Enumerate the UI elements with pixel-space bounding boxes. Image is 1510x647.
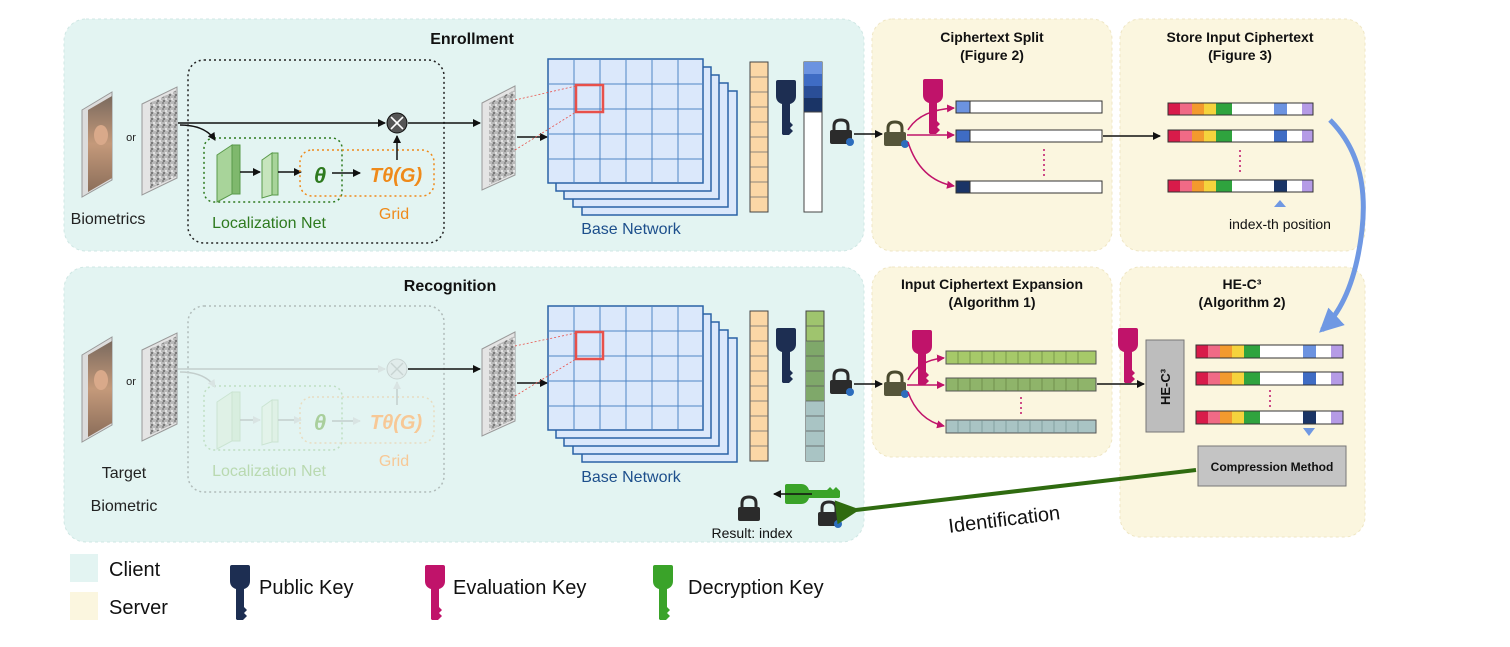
target-label-line1: Target <box>102 465 147 482</box>
expansion-subtitle: (Algorithm 1) <box>948 294 1035 310</box>
target-face-image <box>81 336 113 443</box>
expansion-title: Input Ciphertext Expansion <box>901 276 1083 292</box>
hec3-box <box>1145 339 1185 433</box>
legend-server-swatch <box>70 592 98 620</box>
theta-label: θ <box>314 163 326 188</box>
expansion-lock-icon <box>882 370 909 398</box>
transform-label: Tθ(G) <box>370 165 423 187</box>
split-ciphertext-1 <box>955 100 1103 114</box>
faded-spatial-transformer <box>178 305 445 493</box>
biometrics-label: Biometrics <box>71 211 146 228</box>
faded-transform-label: Tθ(G) <box>370 412 423 434</box>
legend-public-key-icon <box>230 565 250 620</box>
recognition-base-network-label: Base Network <box>581 469 682 486</box>
encrypted-feature-vector <box>803 61 823 213</box>
legend-client-swatch <box>70 554 98 582</box>
faded-theta-label: θ <box>314 410 326 435</box>
grid-box <box>299 149 435 197</box>
expanded-ciphertext-n <box>945 419 1097 434</box>
or-label-recognition: or <box>126 376 136 388</box>
hec3-ciphertext-n <box>1195 410 1344 425</box>
stored-ciphertext-n <box>1167 179 1314 193</box>
ciphertext-split-subtitle: (Figure 2) <box>960 47 1024 63</box>
compression-method-box <box>1197 445 1347 487</box>
recognition-client-region <box>63 266 865 543</box>
legend-decryption-key-icon <box>653 565 673 620</box>
index-position-label: index-th position <box>1229 216 1331 232</box>
result-label: Result: index <box>712 525 793 541</box>
legend-client-label: Client <box>109 559 161 581</box>
legend-evaluation-key-label: Evaluation Key <box>453 577 586 599</box>
compression-pointer-icon <box>1303 428 1315 436</box>
store-to-hec3-arrow <box>1319 118 1366 333</box>
localization-net-box <box>203 137 343 203</box>
expanded-ciphertext-1 <box>945 350 1097 365</box>
spatial-transformer-box <box>187 59 445 244</box>
encrypted-lock-icon <box>828 118 854 146</box>
legend-evaluation-key-icon <box>425 565 445 620</box>
store-input-title: Store Input Ciphertext <box>1166 29 1313 45</box>
target-fingerprint-image <box>141 332 178 442</box>
recognition-transformed-image <box>481 331 516 437</box>
legend-decryption-key-label: Decryption Key <box>688 577 824 599</box>
stored-ciphertext-1 <box>1167 102 1314 116</box>
hec3-ciphertext-1 <box>1195 344 1344 359</box>
faded-grid-label: Grid <box>379 453 409 470</box>
sampler-multiply-node <box>386 112 408 134</box>
faded-localization-label: Localization Net <box>212 463 326 480</box>
enrollment-title: Enrollment <box>430 31 514 48</box>
legend-public-key-label: Public Key <box>259 577 354 599</box>
base-network-stack <box>547 58 738 216</box>
ciphertext-split-title: Ciphertext Split <box>940 29 1044 45</box>
split-ciphertext-n <box>955 180 1103 194</box>
recognition-base-network-stack <box>547 305 738 463</box>
biometric-fingerprint-image <box>141 86 178 196</box>
legend-server-label: Server <box>109 597 168 619</box>
recognition-encrypted-vector <box>805 310 825 462</box>
split-lock-icon <box>882 120 909 148</box>
split-ciphertext-2 <box>955 129 1103 143</box>
base-network-label: Base Network <box>581 221 682 238</box>
biometric-face-image <box>81 91 113 198</box>
enrollment-client-region <box>63 18 865 252</box>
localization-layer-1 <box>216 144 241 203</box>
recognition-feature-vector <box>749 310 769 462</box>
hec3-subtitle: (Algorithm 2) <box>1198 294 1285 310</box>
compression-method-label: Compression Method <box>1211 460 1334 474</box>
identification-arrow <box>834 468 1197 525</box>
hec3-ciphertext-2 <box>1195 371 1344 386</box>
feature-vector <box>749 61 769 213</box>
target-label-line2: Biometric <box>91 498 158 515</box>
store-input-subtitle: (Figure 3) <box>1208 47 1272 63</box>
hec3-box-label: HE-C³ <box>1158 368 1173 405</box>
recognition-lock-icon <box>828 368 854 396</box>
stored-ciphertext-2 <box>1167 129 1314 143</box>
grid-label: Grid <box>379 206 409 223</box>
transformed-fingerprint-image <box>481 85 516 191</box>
expanded-ciphertext-2 <box>945 377 1097 392</box>
localization-net-label: Localization Net <box>212 215 326 232</box>
or-label: or <box>126 132 136 144</box>
recognition-title: Recognition <box>404 278 496 295</box>
hec3-title: HE-C³ <box>1223 276 1262 292</box>
localization-layer-2 <box>261 152 279 199</box>
index-pointer-icon <box>1274 200 1286 207</box>
identification-label: Identification <box>947 502 1061 538</box>
